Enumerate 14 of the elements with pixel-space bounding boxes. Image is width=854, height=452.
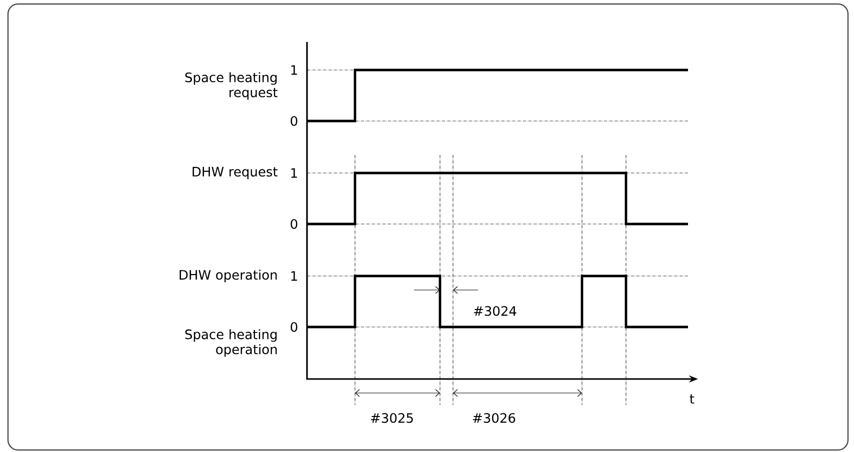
level-value: 0	[290, 116, 298, 126]
level-value: 1	[291, 65, 297, 75]
level-value: 0	[290, 322, 298, 332]
parameter-label: #3025	[371, 413, 413, 423]
level-value: 0	[290, 219, 298, 229]
level-value: 1	[291, 271, 297, 281]
signal-name: Space heating request	[185, 72, 278, 100]
signal-name: DHW request	[192, 166, 278, 180]
parameter-label: #3024	[474, 306, 516, 316]
level-value: 1	[291, 168, 297, 178]
axis-label: t	[690, 394, 694, 404]
signal-name: Space heating operation	[185, 329, 277, 357]
parameter-label: #3026	[473, 413, 516, 423]
signal-name: DHW operation	[180, 270, 277, 282]
